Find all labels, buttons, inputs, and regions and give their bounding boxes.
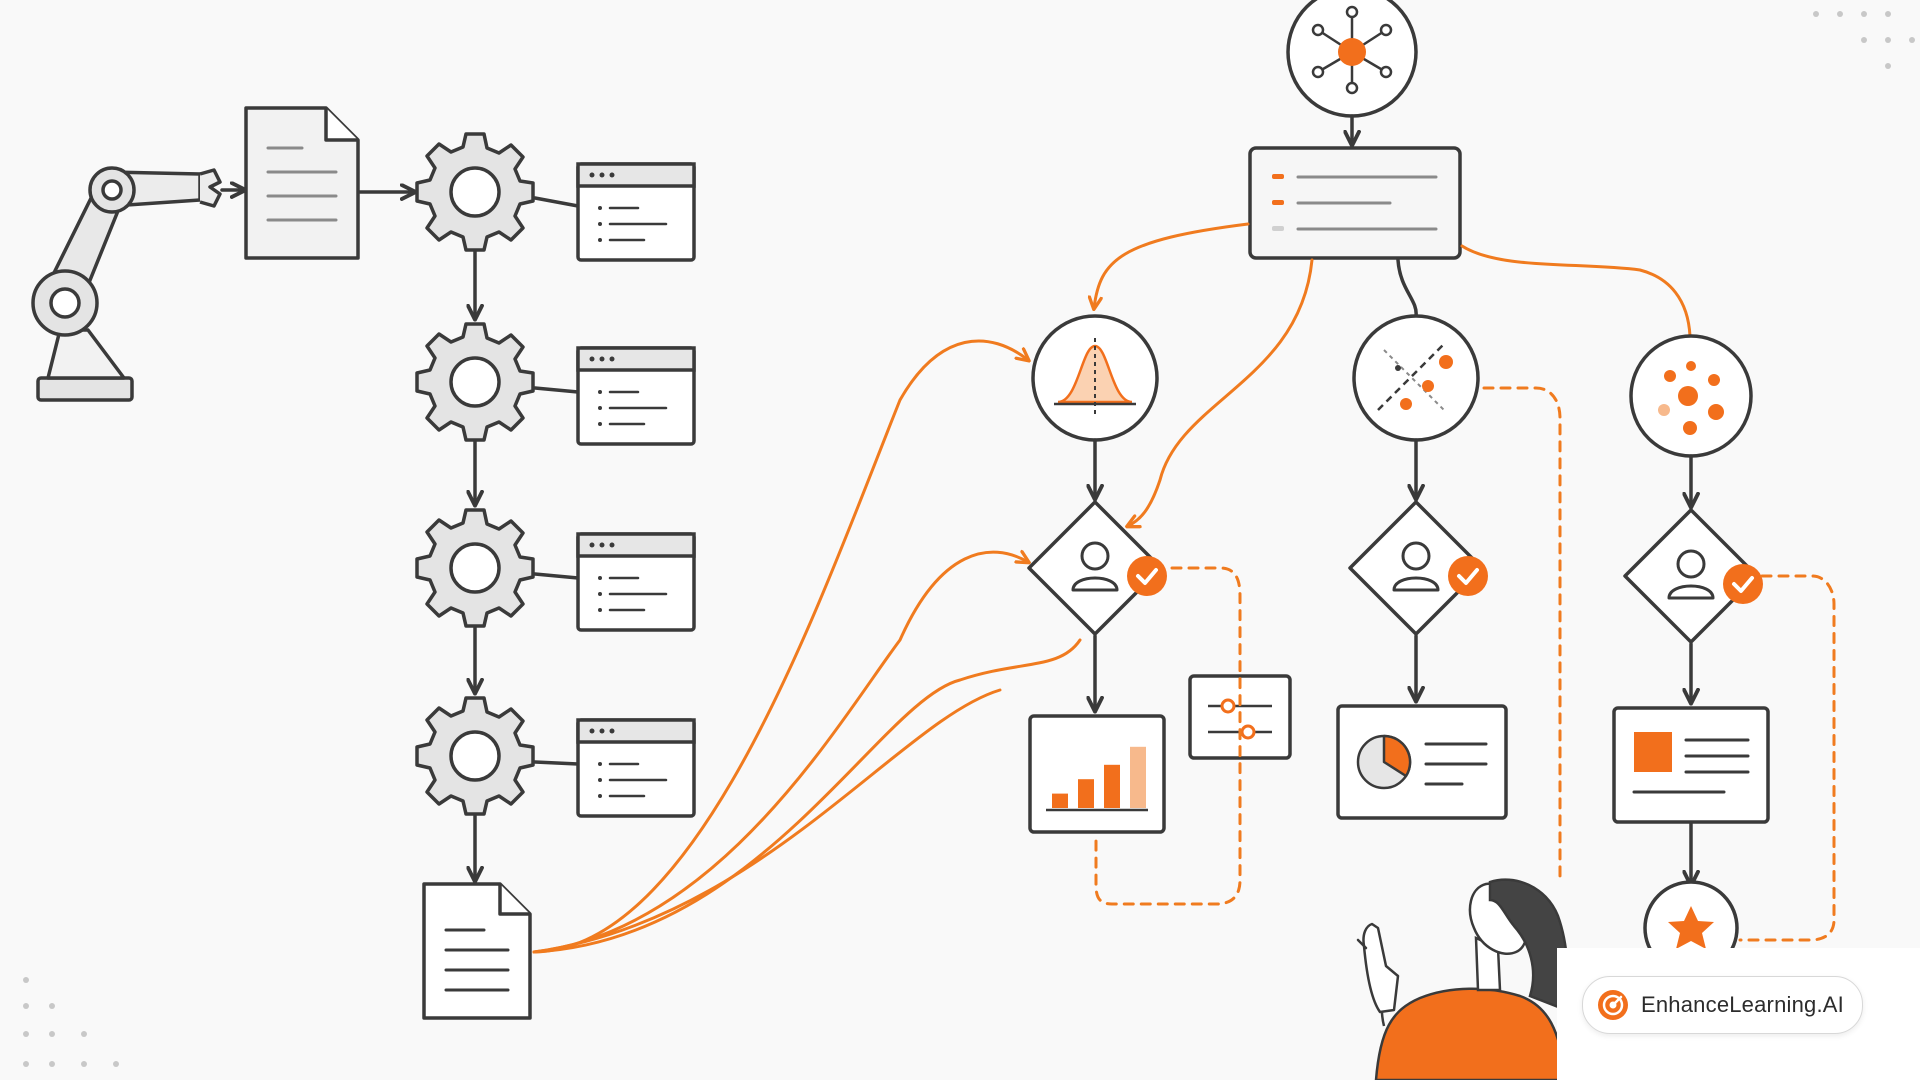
decorative-dots-top-right xyxy=(1813,11,1915,69)
bell-curve-icon xyxy=(1031,314,1159,442)
decorative-dots-bottom-left xyxy=(23,977,119,1067)
gear-icon xyxy=(415,322,535,442)
gear-icon xyxy=(415,132,535,252)
presenter-person-icon xyxy=(1356,878,1570,1080)
brand-badge: EnhanceLearning.AI xyxy=(1582,976,1863,1034)
pie-chart-card-icon xyxy=(1336,704,1508,820)
document-icon xyxy=(422,882,532,1020)
browser-window-icon xyxy=(576,532,696,632)
gear-icon xyxy=(415,696,535,816)
user-check-icon xyxy=(1623,508,1765,644)
robot-arm-icon xyxy=(31,166,222,402)
bar-chart-icon xyxy=(1028,714,1166,834)
list-panel-icon xyxy=(1248,146,1462,260)
user-check-icon xyxy=(1027,500,1169,636)
browser-window-icon xyxy=(576,718,696,818)
brand-logo-icon xyxy=(1598,990,1628,1020)
cluster-dots-icon xyxy=(1629,334,1753,458)
bar-4 xyxy=(1130,746,1146,808)
network-hub-icon xyxy=(1286,0,1418,118)
profile-card-icon xyxy=(1612,706,1770,824)
bar-3 xyxy=(1104,764,1120,808)
bar-1 xyxy=(1052,793,1068,808)
brand-name: EnhanceLearning.AI xyxy=(1641,992,1844,1017)
gear-icon xyxy=(415,508,535,628)
scatter-split-icon xyxy=(1352,314,1480,442)
document-icon xyxy=(244,106,360,260)
browser-window-icon xyxy=(576,162,696,262)
browser-window-icon xyxy=(576,346,696,446)
feedback-loops xyxy=(1094,386,1836,942)
data-flow-lines xyxy=(532,339,1082,954)
user-check-icon xyxy=(1348,500,1490,636)
bar-2 xyxy=(1078,779,1094,808)
